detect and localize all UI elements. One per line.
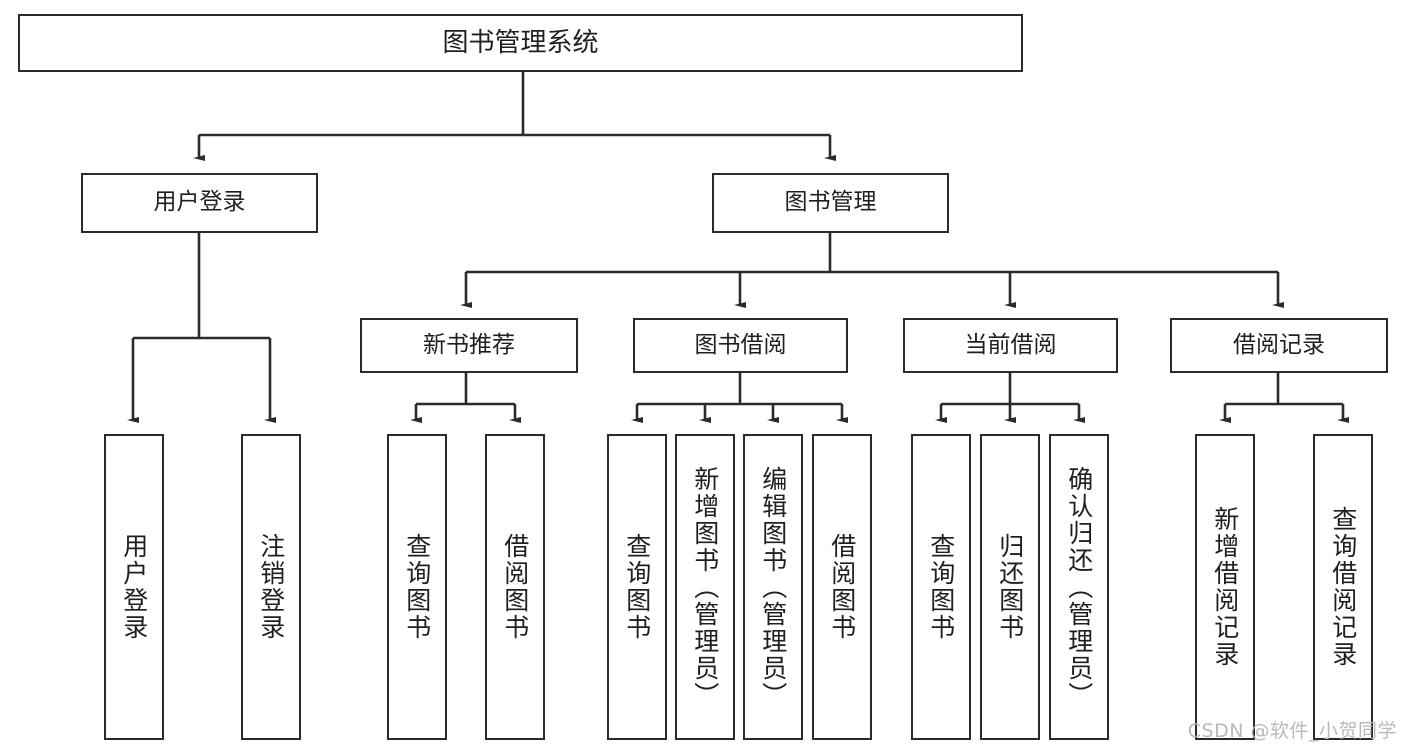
node-label: 新书推荐 xyxy=(423,331,515,358)
node-root-book-management-system[interactable]: 图书管理系统 xyxy=(18,14,1023,72)
node-leaf-records-query-record[interactable]: 查询借阅记录 xyxy=(1313,434,1373,740)
node-label: 注销登录 xyxy=(256,533,286,641)
node-book-management[interactable]: 图书管理 xyxy=(712,173,949,233)
node-label: 图书管理系统 xyxy=(442,27,599,58)
node-label: 用户登录 xyxy=(119,533,149,641)
node-label: 图书借阅 xyxy=(694,331,787,358)
node-leaf-user-login-signout[interactable]: 注销登录 xyxy=(241,434,301,740)
node-leaf-user-login-signin[interactable]: 用户登录 xyxy=(104,434,164,740)
node-label: 图书管理 xyxy=(784,189,877,216)
node-leaf-current-query-books[interactable]: 查询图书 xyxy=(911,434,971,740)
node-leaf-borrow-query-books[interactable]: 查询图书 xyxy=(607,434,667,740)
node-label: 借阅记录 xyxy=(1233,331,1325,358)
node-leaf-current-confirm-return-admin[interactable]: 确认归还（管理员） xyxy=(1049,434,1109,740)
node-label: 编辑图书（管理员） xyxy=(758,465,788,709)
node-leaf-newbook-borrow-books[interactable]: 借阅图书 xyxy=(485,434,545,740)
node-borrow-records[interactable]: 借阅记录 xyxy=(1170,318,1388,373)
csdn-watermark: CSDN @软件_小贺同学 xyxy=(1187,720,1397,742)
node-label: 查询图书 xyxy=(402,533,432,641)
node-book-borrow[interactable]: 图书借阅 xyxy=(633,318,848,373)
node-leaf-current-return-books[interactable]: 归还图书 xyxy=(980,434,1040,740)
node-new-book-recommend[interactable]: 新书推荐 xyxy=(360,318,578,373)
node-label: 查询借阅记录 xyxy=(1328,506,1358,668)
node-label: 新增图书（管理员） xyxy=(690,465,720,709)
node-leaf-borrow-add-book-admin[interactable]: 新增图书（管理员） xyxy=(675,434,735,740)
node-current-borrow[interactable]: 当前借阅 xyxy=(903,318,1118,373)
node-label: 查询图书 xyxy=(622,533,652,641)
node-leaf-records-add-record[interactable]: 新增借阅记录 xyxy=(1195,434,1255,740)
node-label: 新增借阅记录 xyxy=(1210,506,1240,668)
node-label: 归还图书 xyxy=(995,533,1025,641)
node-leaf-newbook-query-books[interactable]: 查询图书 xyxy=(387,434,447,740)
node-leaf-borrow-edit-book-admin[interactable]: 编辑图书（管理员） xyxy=(743,434,803,740)
node-user-login[interactable]: 用户登录 xyxy=(81,173,318,233)
node-label: 确认归还（管理员） xyxy=(1064,465,1094,709)
node-label: 用户登录 xyxy=(153,189,246,216)
node-label: 借阅图书 xyxy=(827,533,857,641)
node-label: 借阅图书 xyxy=(500,533,530,641)
node-leaf-borrow-borrow-books[interactable]: 借阅图书 xyxy=(812,434,872,740)
node-label: 查询图书 xyxy=(926,533,956,641)
node-label: 当前借阅 xyxy=(964,331,1057,358)
